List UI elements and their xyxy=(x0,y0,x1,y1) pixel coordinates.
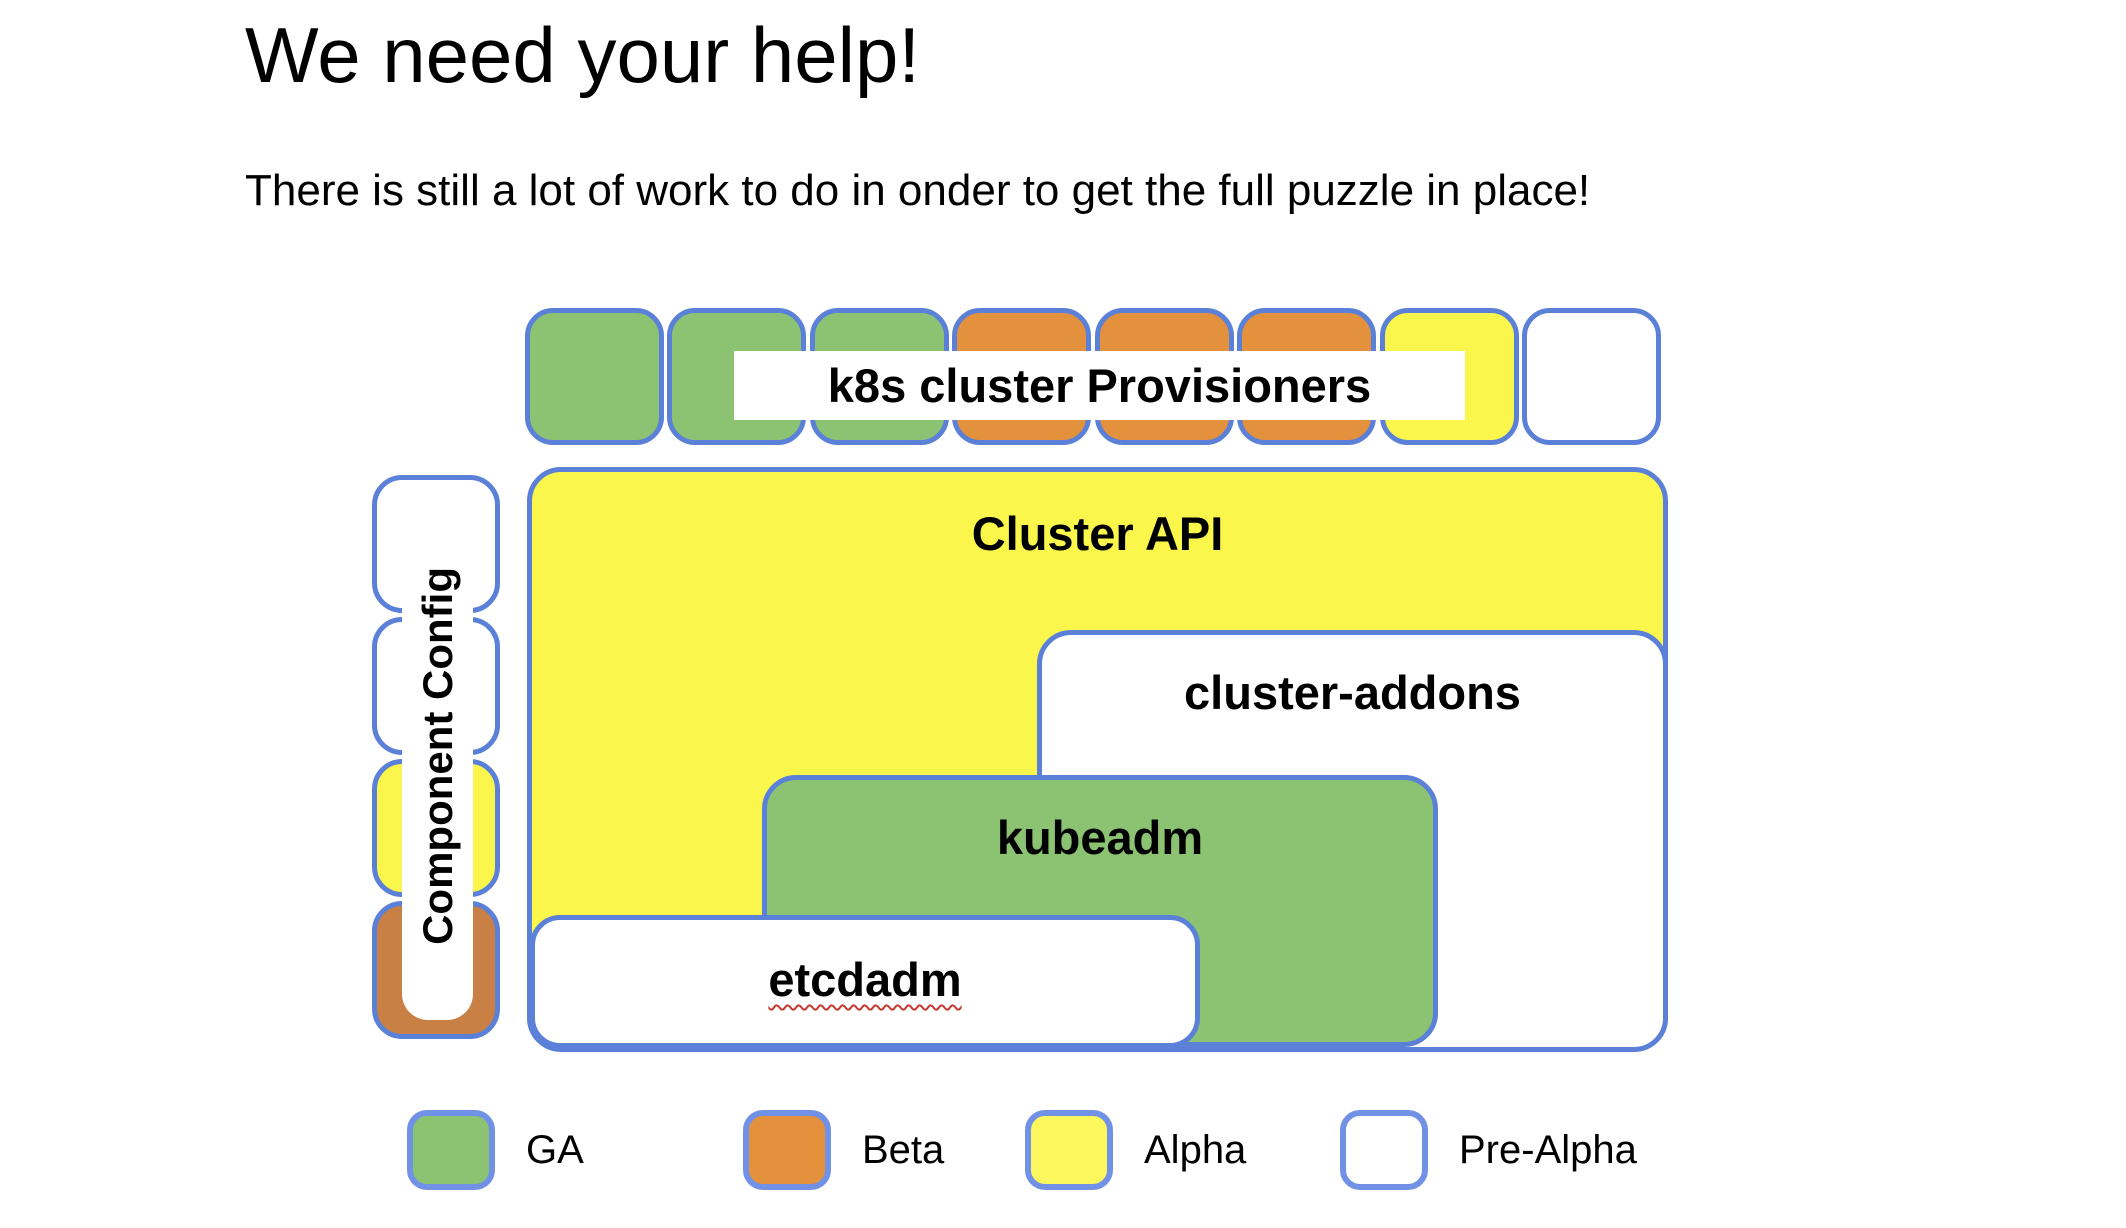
legend-swatch-alpha xyxy=(1025,1110,1113,1190)
legend-item-ga: GA xyxy=(407,1108,584,1192)
legend-label-beta: Beta xyxy=(862,1127,945,1172)
component-config-label-box: Component Config xyxy=(402,492,473,1020)
provisioners-label-strip: k8s cluster Provisioners xyxy=(734,351,1465,420)
legend-item-alpha: Alpha xyxy=(1025,1108,1246,1192)
component-config-label: Component Config xyxy=(413,567,461,945)
kubeadm-label: kubeadm xyxy=(996,811,1204,864)
etcdadm-block: etcdadm xyxy=(530,915,1200,1048)
cluster-api-label: Cluster API xyxy=(971,507,1224,560)
legend-swatch-beta xyxy=(743,1110,831,1190)
legend-label-ga: GA xyxy=(526,1127,584,1172)
legend-swatch-pre-alpha xyxy=(1340,1110,1428,1190)
etcdadm-label: etcdadm xyxy=(535,952,1195,1007)
subtitle: There is still a lot of work to do in on… xyxy=(245,166,1591,215)
legend-item-pre-alpha: Pre-Alpha xyxy=(1340,1108,1637,1192)
page-title: We need your help! xyxy=(245,11,920,99)
provisioners-label: k8s cluster Provisioners xyxy=(827,359,1372,412)
provisioner-piece xyxy=(525,308,664,445)
legend-label-alpha: Alpha xyxy=(1144,1127,1247,1172)
legend-label-pre-alpha: Pre-Alpha xyxy=(1459,1127,1637,1172)
cluster-addons-label: cluster-addons xyxy=(1184,666,1521,719)
legend-item-beta: Beta xyxy=(743,1108,944,1192)
etcdadm-label-text: etcdadm xyxy=(768,953,962,1006)
provisioner-piece xyxy=(1522,308,1661,445)
legend-swatch-ga xyxy=(407,1110,495,1190)
